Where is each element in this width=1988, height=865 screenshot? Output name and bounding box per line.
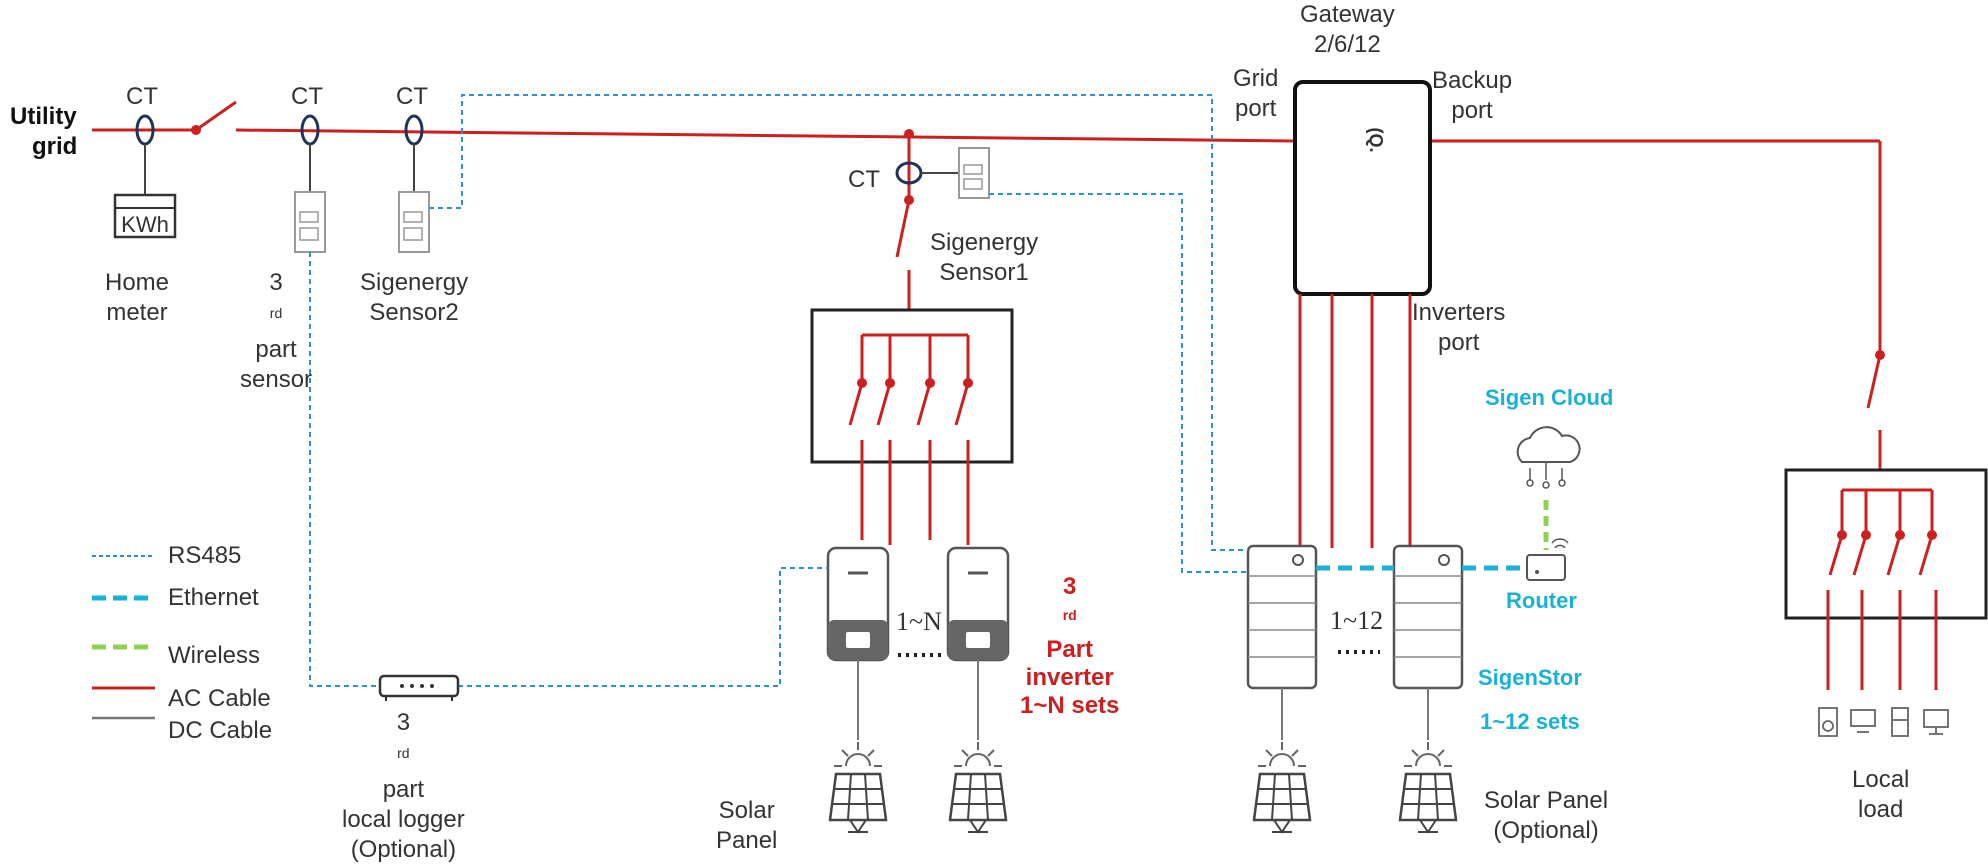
third-part-sensor-icon bbox=[294, 191, 326, 253]
third-part-inverter-2-icon bbox=[946, 546, 1010, 662]
legend-dc-cable-label: DC Cable bbox=[168, 717, 273, 744]
ct-ring-3 bbox=[404, 114, 424, 146]
inverter-count: 1~N bbox=[896, 607, 942, 636]
inverter-distribution-box bbox=[810, 308, 1014, 545]
ct-label-4: CT bbox=[848, 166, 880, 193]
sigenstor-count: 1~12 bbox=[1330, 606, 1384, 635]
sigenstor-1-icon bbox=[1246, 544, 1318, 690]
ct-label-2: CT bbox=[291, 83, 323, 110]
ac-main-line bbox=[92, 100, 1882, 470]
ct-label-3: CT bbox=[396, 83, 428, 110]
legend-wireless-label: Wireless bbox=[168, 642, 261, 669]
solar-panel-icon-2 bbox=[948, 740, 1008, 834]
legend-ethernet-label: Ethernet bbox=[168, 584, 259, 611]
sigenstor-2-icon bbox=[1392, 544, 1464, 690]
cloud-icon bbox=[1516, 426, 1581, 489]
legend-rs485-label: RS485 bbox=[168, 542, 242, 569]
local-load-box bbox=[1784, 468, 1988, 690]
ct-label-1: CT bbox=[126, 83, 158, 110]
gateway-inverter-lines bbox=[1298, 294, 1412, 548]
rs485-lines bbox=[309, 94, 1248, 687]
legend-ac-cable-label: AC Cable bbox=[168, 685, 271, 712]
solar-panel-icon-1 bbox=[828, 740, 888, 834]
appliance-icons bbox=[1818, 707, 1949, 737]
svg-text:(Q.: (Q. bbox=[1366, 128, 1386, 153]
legend-lines bbox=[92, 555, 155, 720]
kwh-display: KWh bbox=[121, 212, 169, 237]
sigen-cloud-label: Sigen Cloud bbox=[1485, 385, 1614, 410]
inverter-branch bbox=[895, 134, 911, 310]
solar-panel-label-right: Solar Panel(Optional) bbox=[1484, 787, 1609, 844]
home-meter-icon bbox=[113, 193, 177, 239]
gateway-icon: (Q. bbox=[1293, 80, 1432, 296]
load-switch-dot bbox=[1875, 350, 1885, 360]
local-logger-icon bbox=[378, 674, 460, 701]
solar-panel-icon-4 bbox=[1398, 740, 1458, 834]
router-icon bbox=[1526, 538, 1569, 581]
sigenergy-sensor1-icon bbox=[958, 147, 990, 199]
third-part-inverter-1-icon bbox=[826, 546, 890, 662]
sigenergy-sensor2-icon bbox=[398, 191, 430, 253]
router-label: Router bbox=[1506, 588, 1577, 613]
solar-panel-icon-3 bbox=[1252, 740, 1312, 834]
main-switch-dot bbox=[191, 125, 201, 135]
